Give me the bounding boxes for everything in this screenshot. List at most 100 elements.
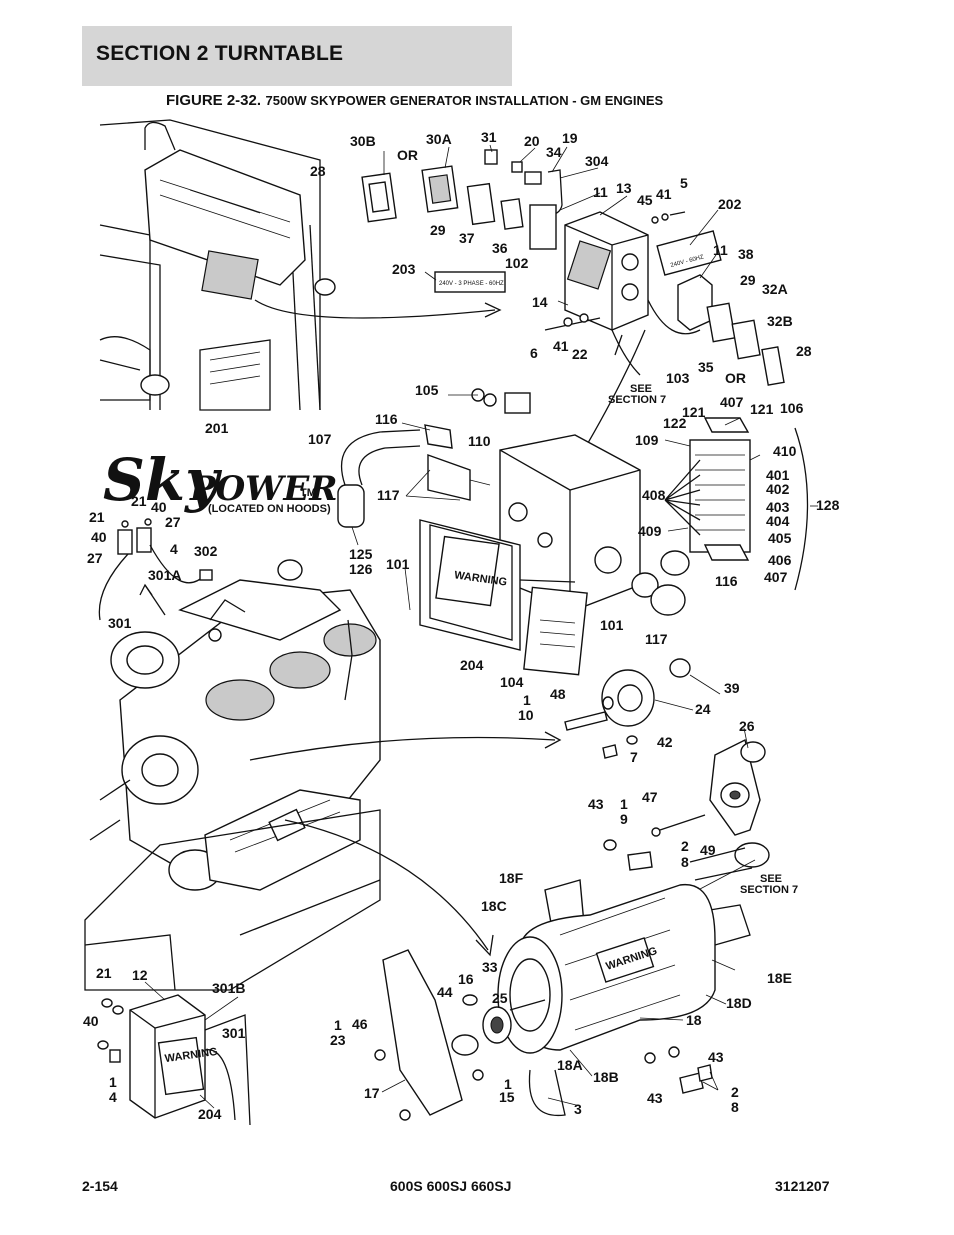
callout-label: 23 [330, 1032, 346, 1048]
callout-label: 102 [505, 255, 529, 271]
callout-label: 202 [718, 196, 742, 212]
callout-label: 32B [767, 313, 793, 329]
callout-label: 126 [349, 561, 373, 577]
callout-label: 8 [731, 1099, 739, 1115]
callout-label: 40 [83, 1013, 99, 1029]
callout-label: 22 [572, 346, 588, 362]
callout-label: 301 [222, 1025, 246, 1041]
callout-label: 25 [492, 990, 508, 1006]
callout-label: 42 [657, 734, 673, 750]
callout-label: 45 [637, 192, 653, 208]
callout-label: 18F [499, 870, 524, 886]
callout-label: 21 [89, 509, 105, 525]
callout-label: 403 [766, 499, 790, 515]
callout-label: 405 [768, 530, 792, 546]
footer-page-number: 2-154 [82, 1178, 118, 1194]
callout-label: 27 [165, 514, 181, 530]
callout-label: 1 [504, 1076, 512, 1092]
callout-label: 16 [458, 971, 474, 987]
callout-label: 47 [642, 789, 658, 805]
callout-label: 12 [132, 967, 148, 983]
callout-label: 28 [310, 163, 326, 179]
callout-label: 28 [796, 343, 812, 359]
callout-label: 407 [764, 569, 788, 585]
callout-label: 121 [750, 401, 774, 417]
footer-models: 600S 600SJ 660SJ [390, 1178, 512, 1194]
callout-label: 410 [773, 443, 797, 459]
callout-label: 106 [780, 400, 804, 416]
control-box-hardware-drawing: 240V - 60HZ 240V - 3 PHASE - 60HZ [361, 149, 785, 474]
callout-label: 8 [681, 854, 689, 870]
callout-label: 29 [430, 222, 446, 238]
callout-label: 4 [170, 541, 178, 557]
callout-label: 409 [638, 523, 662, 539]
callout-label: 18A [557, 1057, 583, 1073]
see-section-label: SEE [760, 873, 782, 885]
generator-assembly-drawing: WARNING [374, 842, 770, 1121]
turntable-frame-drawing [99, 119, 336, 411]
decal-203-text: 240V - 3 PHASE - 60HZ [439, 281, 504, 287]
callout-label: 116 [715, 573, 738, 589]
callout-leaders [144, 144, 818, 1109]
callout-label: 3 [574, 1101, 582, 1117]
callout-label: 301B [212, 980, 245, 996]
callout-label: 122 [663, 415, 687, 431]
callout-label: 30B [350, 133, 376, 149]
callout-label: 30A [426, 131, 452, 147]
callout-label: 33 [482, 959, 498, 975]
callout-label: 29 [740, 272, 756, 288]
figure-number: FIGURE 2-32. [166, 92, 262, 109]
callout-label: 9 [620, 811, 628, 827]
callout-label: 107 [308, 431, 332, 447]
callout-label: 24 [695, 701, 711, 717]
callout-label: 38 [738, 246, 754, 262]
callout-label: 37 [459, 230, 475, 246]
callout-label: 10 [518, 707, 534, 723]
figure-description: 7500W SKYPOWER GENERATOR INSTALLATION - … [265, 93, 664, 108]
callout-label: 34 [546, 144, 562, 160]
callout-label: 301 [108, 615, 132, 631]
callout-label: 406 [768, 552, 792, 568]
callout-label: 204 [198, 1106, 222, 1122]
callout-label: 43 [588, 796, 604, 812]
callout-label: 1 [620, 796, 628, 812]
callout-label: 41 [553, 338, 569, 354]
callout-labels: 30B OR 30A 31 20 19 34 304 28 11 13 45 4… [83, 129, 840, 1122]
callout-label: 41 [656, 186, 672, 202]
callout-label: 18B [593, 1069, 619, 1085]
callout-label: 103 [666, 370, 690, 386]
callout-label: 109 [635, 432, 659, 448]
callout-label: 1 [109, 1074, 117, 1090]
callout-label: 2 [681, 838, 689, 854]
callout-label: OR [397, 147, 418, 163]
callout-label: 402 [766, 481, 790, 497]
callout-label: 40 [151, 499, 167, 515]
skypower-logo: Sky POWER TM (LOCATED ON HOODS) [103, 446, 338, 515]
callout-label: 408 [642, 487, 666, 503]
callout-label: 101 [386, 556, 410, 572]
callout-label: 6 [530, 345, 538, 361]
callout-label: 302 [194, 543, 218, 559]
callout-label: 39 [724, 680, 740, 696]
callout-label: 110 [468, 433, 491, 449]
callout-label: 18E [767, 970, 792, 986]
callout-label: 104 [500, 674, 524, 690]
footer-doc-number: 3121207 [775, 1178, 830, 1194]
callout-label: 304 [585, 153, 609, 169]
callout-label: 18D [726, 995, 752, 1011]
callout-label: 105 [415, 382, 439, 398]
callout-label: OR [725, 370, 746, 386]
callout-label: 404 [766, 513, 790, 529]
engine-assembly-drawing [84, 559, 381, 991]
callout-label: 204 [460, 657, 484, 673]
callout-label: 201 [205, 420, 229, 436]
callout-label: 407 [720, 394, 744, 410]
callout-label: 18 [686, 1012, 702, 1028]
idler-pulley-drawing [564, 658, 766, 871]
callout-label: 14 [532, 294, 548, 310]
callout-label: 203 [392, 261, 416, 277]
callout-label: 121 [682, 404, 706, 420]
callout-label: 21 [131, 493, 147, 509]
callout-label: 20 [524, 133, 540, 149]
